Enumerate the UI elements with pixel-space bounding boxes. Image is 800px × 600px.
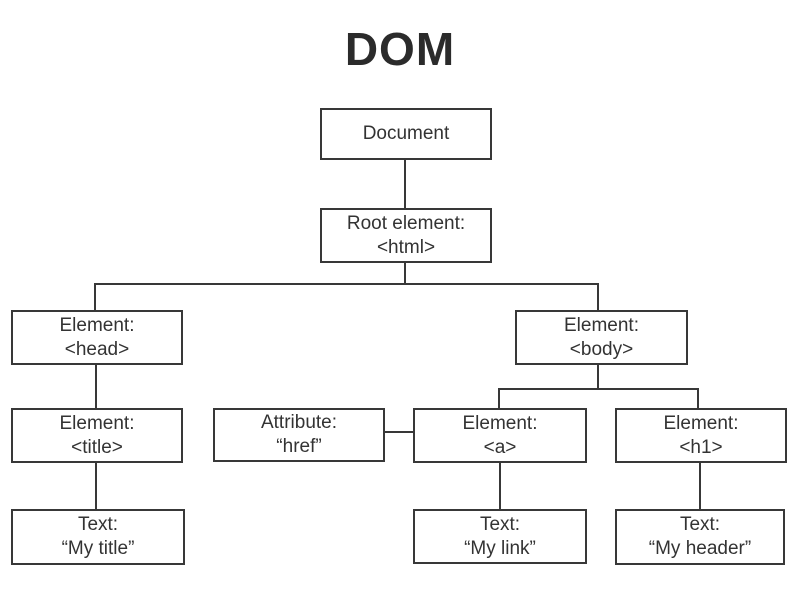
connector-drop-a bbox=[498, 388, 500, 410]
node-document-label: Document bbox=[362, 123, 450, 144]
node-text-my-link-label: Text: bbox=[479, 513, 521, 535]
connector-drop-body bbox=[597, 283, 599, 312]
node-element-h1-label: Element: bbox=[663, 412, 739, 434]
connector-h1-myheader bbox=[699, 461, 701, 511]
node-root-element-html: Root element: <html> bbox=[320, 208, 492, 263]
page-title: DOM bbox=[344, 23, 456, 75]
node-text-my-header-value: “My header” bbox=[648, 538, 752, 559]
node-text-my-title-label: Text: bbox=[77, 514, 119, 535]
connector-head-title bbox=[95, 363, 97, 410]
node-element-title-label: Element: bbox=[59, 412, 135, 434]
connector-a-mylink bbox=[499, 461, 501, 511]
node-element-head: Element: <head> bbox=[11, 310, 183, 365]
node-text-my-link: Text: “My link” bbox=[413, 509, 587, 564]
connector-attribute-a bbox=[384, 431, 415, 433]
connector-level1-horizontal bbox=[95, 283, 599, 285]
node-element-head-tag: <head> bbox=[64, 338, 130, 360]
connector-document-root bbox=[404, 158, 406, 210]
node-text-my-link-value: “My link” bbox=[464, 537, 536, 559]
connector-drop-head bbox=[94, 283, 96, 312]
node-element-title: Element: <title> bbox=[11, 408, 183, 463]
node-element-head-label: Element: bbox=[59, 314, 135, 336]
connector-body-stub bbox=[597, 363, 599, 390]
node-element-h1-tag: <h1> bbox=[679, 436, 723, 458]
node-element-title-tag: <title> bbox=[71, 436, 123, 458]
node-attribute-href-label: Attribute: bbox=[260, 412, 338, 433]
node-element-body-tag: <body> bbox=[569, 338, 634, 360]
node-text-my-header-label: Text: bbox=[679, 514, 721, 535]
connector-title-mytitle bbox=[95, 461, 97, 511]
node-element-body-label: Element: bbox=[564, 314, 639, 336]
node-element-body: Element: <body> bbox=[515, 310, 688, 365]
connector-drop-h1 bbox=[697, 388, 699, 410]
node-element-h1: Element: <h1> bbox=[615, 408, 787, 463]
connector-root-stub bbox=[404, 261, 406, 285]
node-text-my-title: Text: “My title” bbox=[11, 509, 185, 565]
node-root-element-tag: <html> bbox=[376, 236, 436, 258]
node-document: Document bbox=[320, 108, 492, 160]
node-root-element-label: Root element: bbox=[346, 212, 466, 234]
node-element-a-tag: <a> bbox=[483, 436, 517, 458]
node-text-my-header: Text: “My header” bbox=[615, 509, 785, 565]
node-text-my-title-value: “My title” bbox=[61, 538, 135, 559]
node-attribute-href: Attribute: “href” bbox=[213, 408, 385, 462]
node-element-a-label: Element: bbox=[462, 412, 538, 434]
node-attribute-href-value: “href” bbox=[276, 436, 322, 457]
node-element-a: Element: <a> bbox=[413, 408, 587, 463]
connector-level2-horizontal bbox=[499, 388, 699, 390]
